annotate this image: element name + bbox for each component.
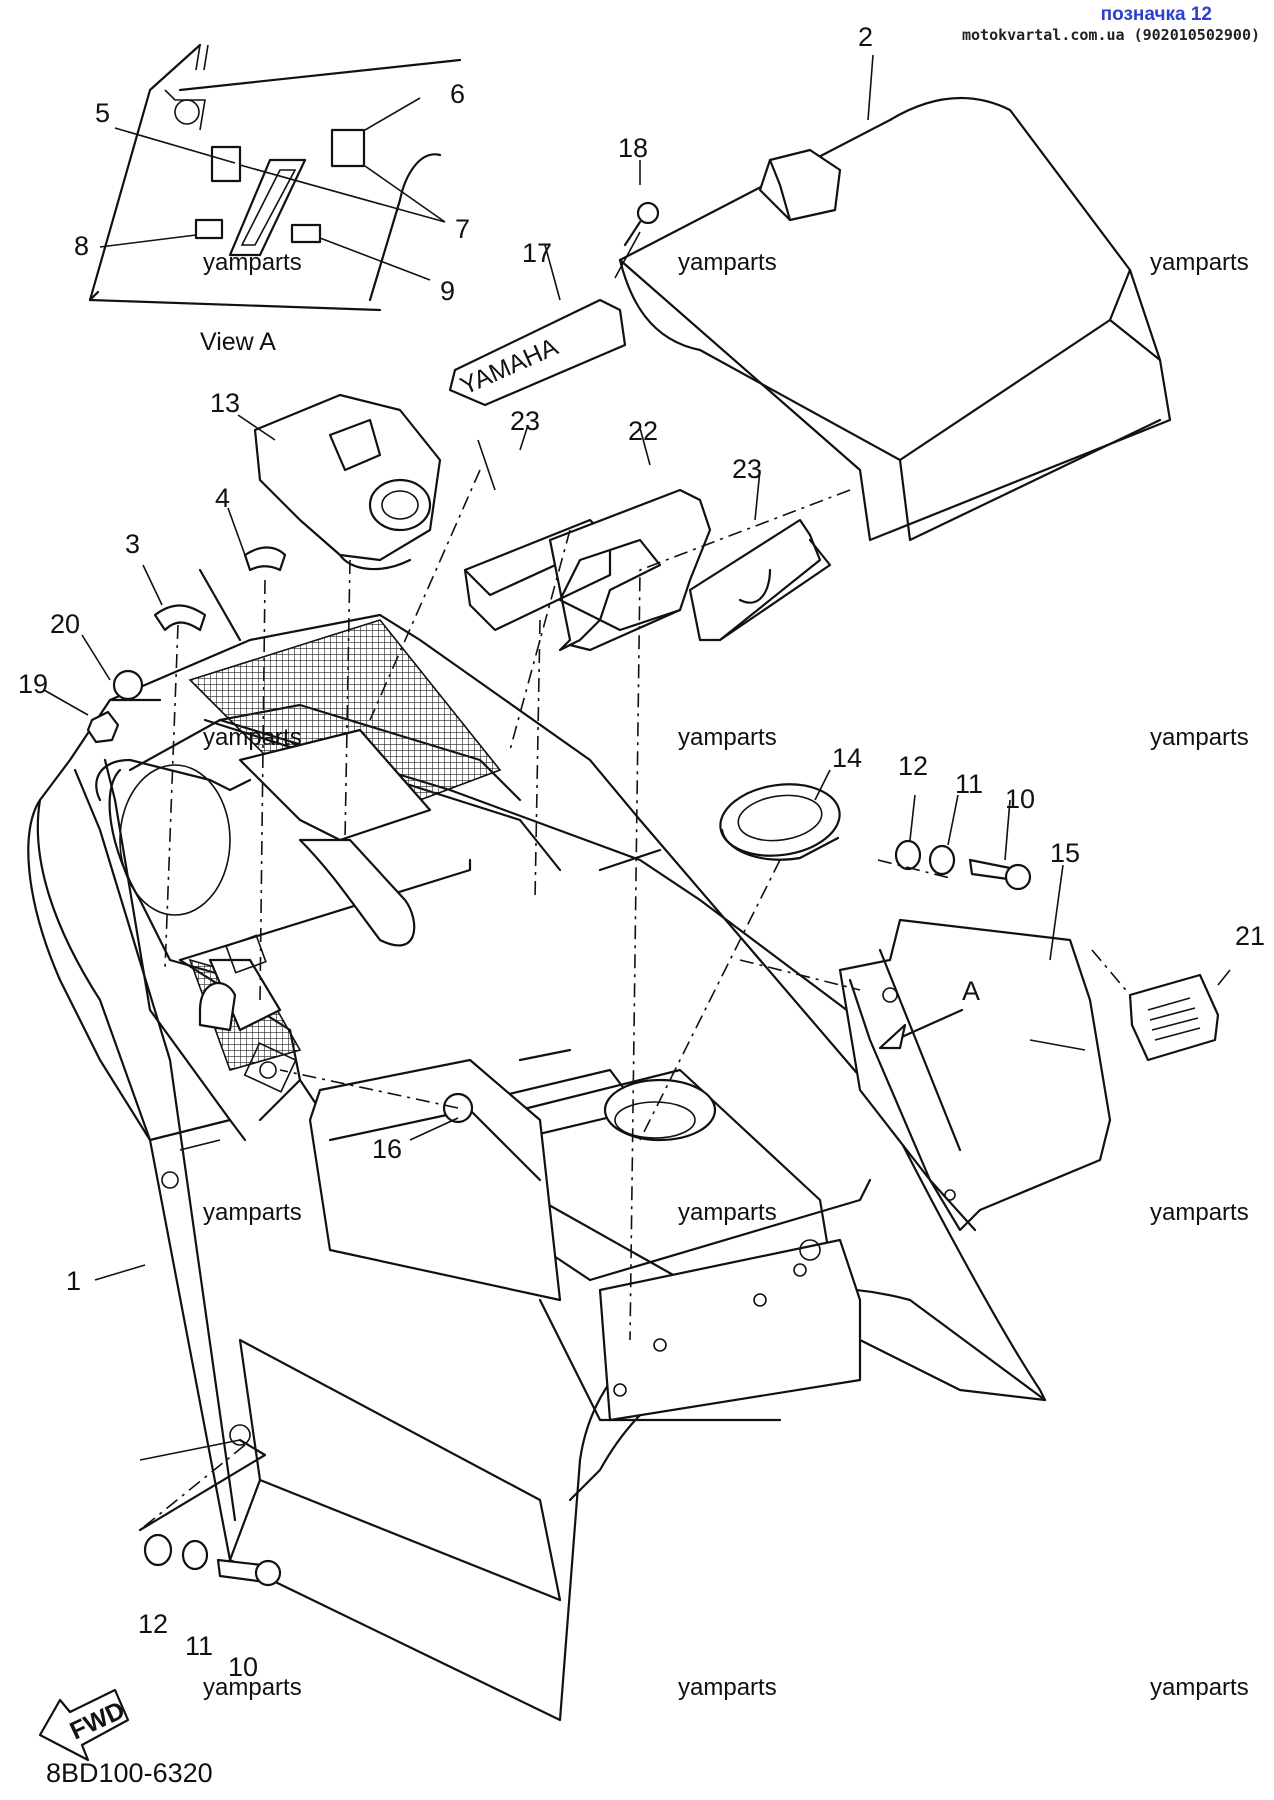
label-9: [290, 223, 322, 244]
callout-12b: 12: [138, 1609, 168, 1639]
screw-18: [614, 201, 660, 279]
callout-9: 9: [440, 276, 455, 306]
watermark: yamparts: [203, 1674, 302, 1701]
watermark: yamparts: [678, 249, 777, 276]
side-panel-15: [838, 918, 1112, 1232]
callout-23b: 23: [732, 454, 762, 484]
callout-8: 8: [74, 231, 89, 261]
diagram-code: 8BD100-6320: [46, 1758, 213, 1788]
watermark: yamparts: [678, 1199, 777, 1226]
view-a-inset: [88, 43, 462, 312]
label-6: [330, 128, 366, 168]
callout-18: 18: [618, 133, 648, 163]
page-label: позначка 12: [1100, 4, 1212, 25]
watermark: yamparts: [1150, 724, 1249, 751]
watermark: yamparts: [203, 1199, 302, 1226]
watermark: yamparts: [203, 249, 302, 276]
nut-20: [112, 669, 144, 701]
leader-lines: [43, 54, 1231, 1532]
callout-3: 3: [125, 529, 140, 559]
label-8: [194, 218, 224, 240]
callout-10: 10: [1005, 784, 1035, 814]
watermark: yamparts: [1150, 1199, 1249, 1226]
callout-5: 5: [95, 98, 110, 128]
callout-15: 15: [1050, 838, 1080, 868]
callout-16: 16: [372, 1134, 402, 1164]
grommet-14: [719, 783, 841, 861]
callout-20: 20: [50, 609, 80, 639]
callout-13: 13: [210, 388, 240, 418]
label-21: [1128, 973, 1220, 1062]
callout-6: 6: [450, 79, 465, 109]
fwd-arrow: FWD: [38, 1688, 129, 1762]
callout-22: 22: [628, 416, 658, 446]
fastener-4: [243, 546, 287, 572]
hardware-right: [894, 839, 1032, 891]
callout-12: 12: [898, 751, 928, 781]
hardware-left: [143, 1533, 282, 1587]
watermark: yamparts: [203, 724, 302, 751]
watermark: yamparts: [1150, 1674, 1249, 1701]
watermark: yamparts: [1150, 249, 1249, 276]
callout-21: 21: [1235, 921, 1265, 951]
callout-19: 19: [18, 669, 48, 699]
yamaha-emblem: YAMAHA: [448, 298, 627, 407]
callout-10b: 10: [228, 1652, 258, 1682]
source-site: motokvartal.com.ua (902010502900): [961, 26, 1260, 44]
view-arrow-label: A: [962, 976, 980, 1006]
fastener-3: [153, 604, 207, 632]
callout-11b: 11: [185, 1631, 213, 1661]
console-body: [27, 613, 1047, 1722]
callout-1: 1: [66, 1266, 81, 1296]
callout-23a: 23: [510, 406, 540, 436]
callout-11: 11: [955, 769, 983, 799]
callout-7: 7: [455, 214, 470, 244]
callout-17: 17: [522, 238, 552, 268]
bolt-19: [86, 710, 120, 744]
callout-4: 4: [215, 483, 230, 513]
cover-13: [253, 393, 442, 571]
view-a-caption: View A: [200, 328, 276, 356]
pads-22-23: [463, 488, 832, 652]
watermark: yamparts: [678, 724, 777, 751]
callout-2: 2: [858, 22, 873, 52]
label-5: [210, 145, 242, 183]
lid: [618, 97, 1172, 542]
watermark: yamparts: [678, 1674, 777, 1701]
callout-14: 14: [832, 743, 862, 773]
